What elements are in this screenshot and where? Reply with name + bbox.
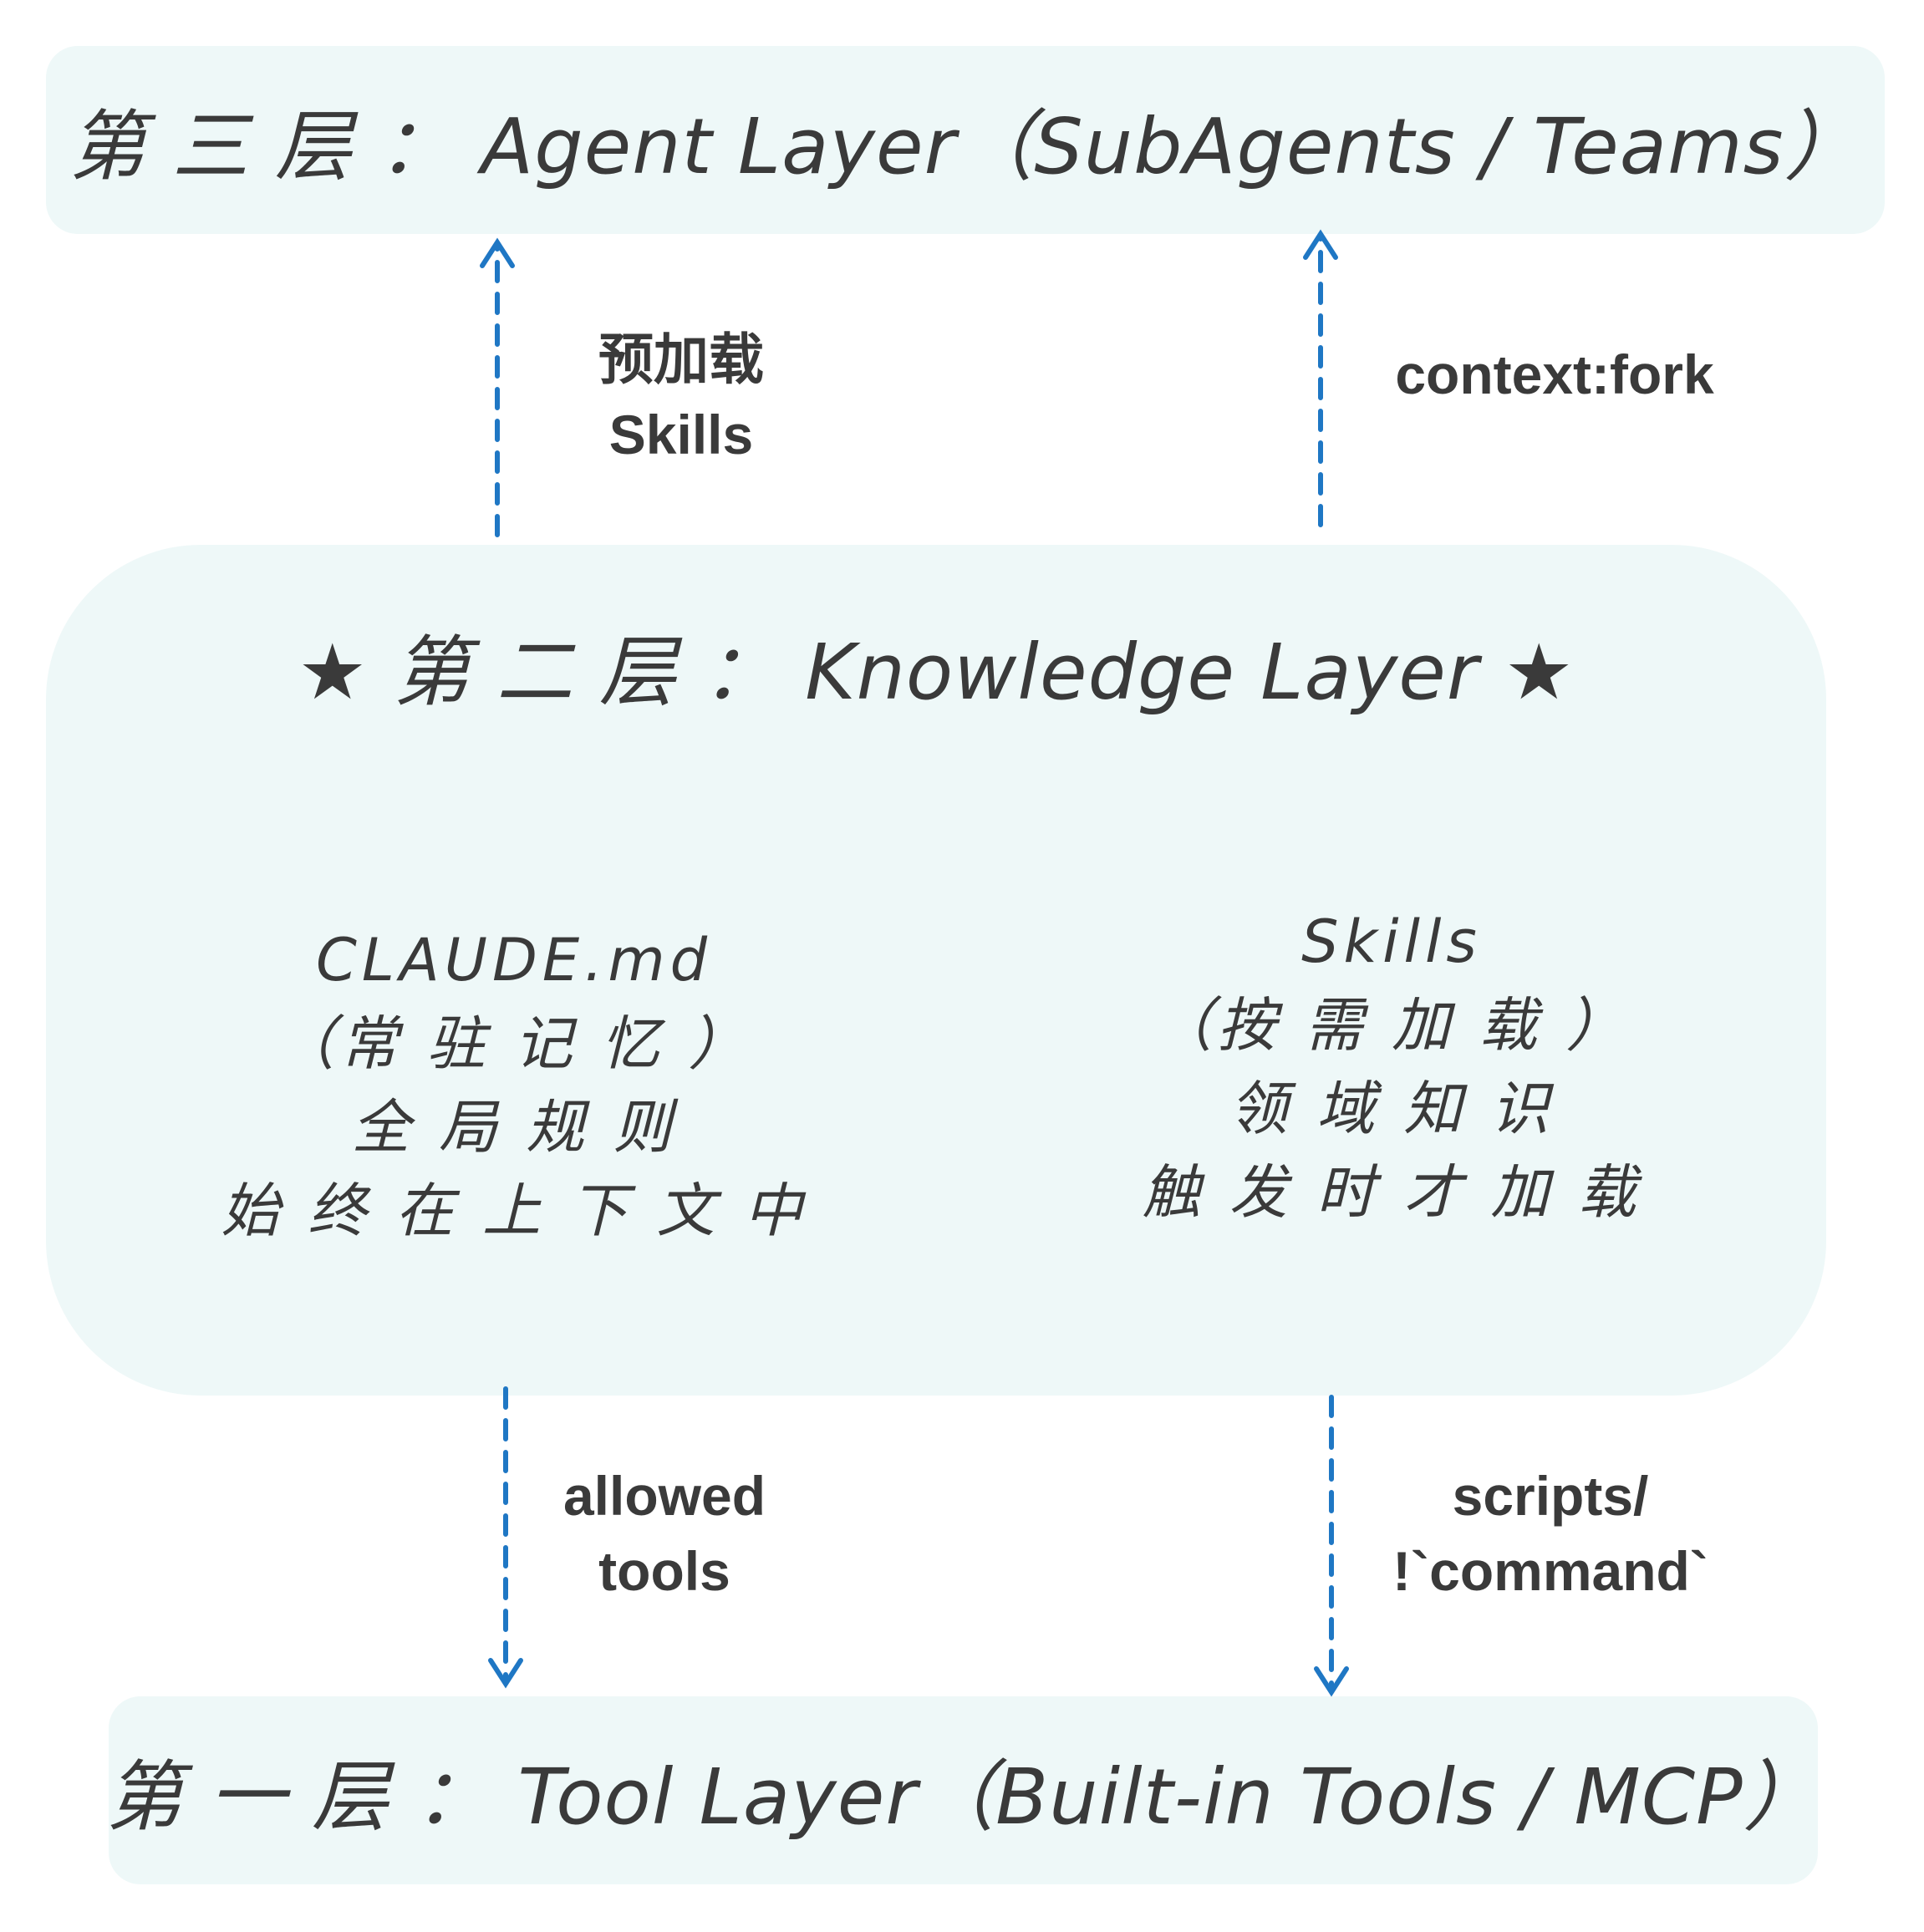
tool-layer-box: 第 一 层 ： Tool Layer（Built-in Tools / MCP） [105,1696,1820,1884]
arrow-preload-skills [480,237,515,537]
agent-layer-title: 第 三 层 ： Agent Layer（SubAgents / Teams） [69,102,1862,191]
label-preload-line1: 预加载 [598,328,764,390]
label-allowed-line2: tools [598,1540,730,1602]
label-preload-skills: 预加载 Skills [552,322,811,472]
label-allowed-line1: allowed [562,1465,766,1527]
label-scripts-line1: scripts/ [1452,1465,1649,1527]
arrow-context-fork [1303,229,1338,527]
label-fork-line1: context:fork [1395,343,1714,405]
tool-layer-title: 第 一 层 ： Tool Layer（Built-in Tools / MCP） [105,1752,1821,1842]
claude-md-line1: 全 局 规 则 [351,1093,677,1162]
skills-line2: 触 发 时 才 加 载 [1142,1158,1642,1227]
claude-md-subtitle: （常 驻 记 忆 ） [276,1009,752,1078]
arrow-scripts-command [1314,1395,1349,1697]
label-scripts-command: scripts/ !`command` [1354,1458,1747,1609]
skills-subtitle: （按 需 加 载 ） [1153,991,1630,1060]
label-scripts-line2: !`command` [1392,1540,1708,1602]
arrow-allowed-tools [488,1386,523,1689]
claude-md-line2: 始 终 在 上 下 文 中 [221,1177,807,1245]
skills-block: Skills （按 需 加 载 ） 领 域 知 识 触 发 时 才 加 载 [974,900,1809,1234]
label-context-fork: context:fork [1362,337,1747,412]
skills-line1: 领 域 知 识 [1229,1075,1555,1143]
skills-name: Skills [1301,908,1482,976]
agent-layer-box: 第 三 层 ： Agent Layer（SubAgents / Teams） [46,46,1885,234]
claude-md-name: CLAUDE.md [316,926,712,994]
knowledge-layer-box: ★ 第 二 层 ： Knowledge Layer ★ CLAUDE.md （常… [46,545,1826,1396]
knowledge-layer-title: ★ 第 二 层 ： Knowledge Layer ★ [298,628,1575,717]
label-allowed-tools: allowed tools [527,1458,802,1609]
claude-md-block: CLAUDE.md （常 驻 记 忆 ） 全 局 规 则 始 终 在 上 下 文… [196,918,832,1253]
label-preload-line2: Skills [608,404,754,465]
